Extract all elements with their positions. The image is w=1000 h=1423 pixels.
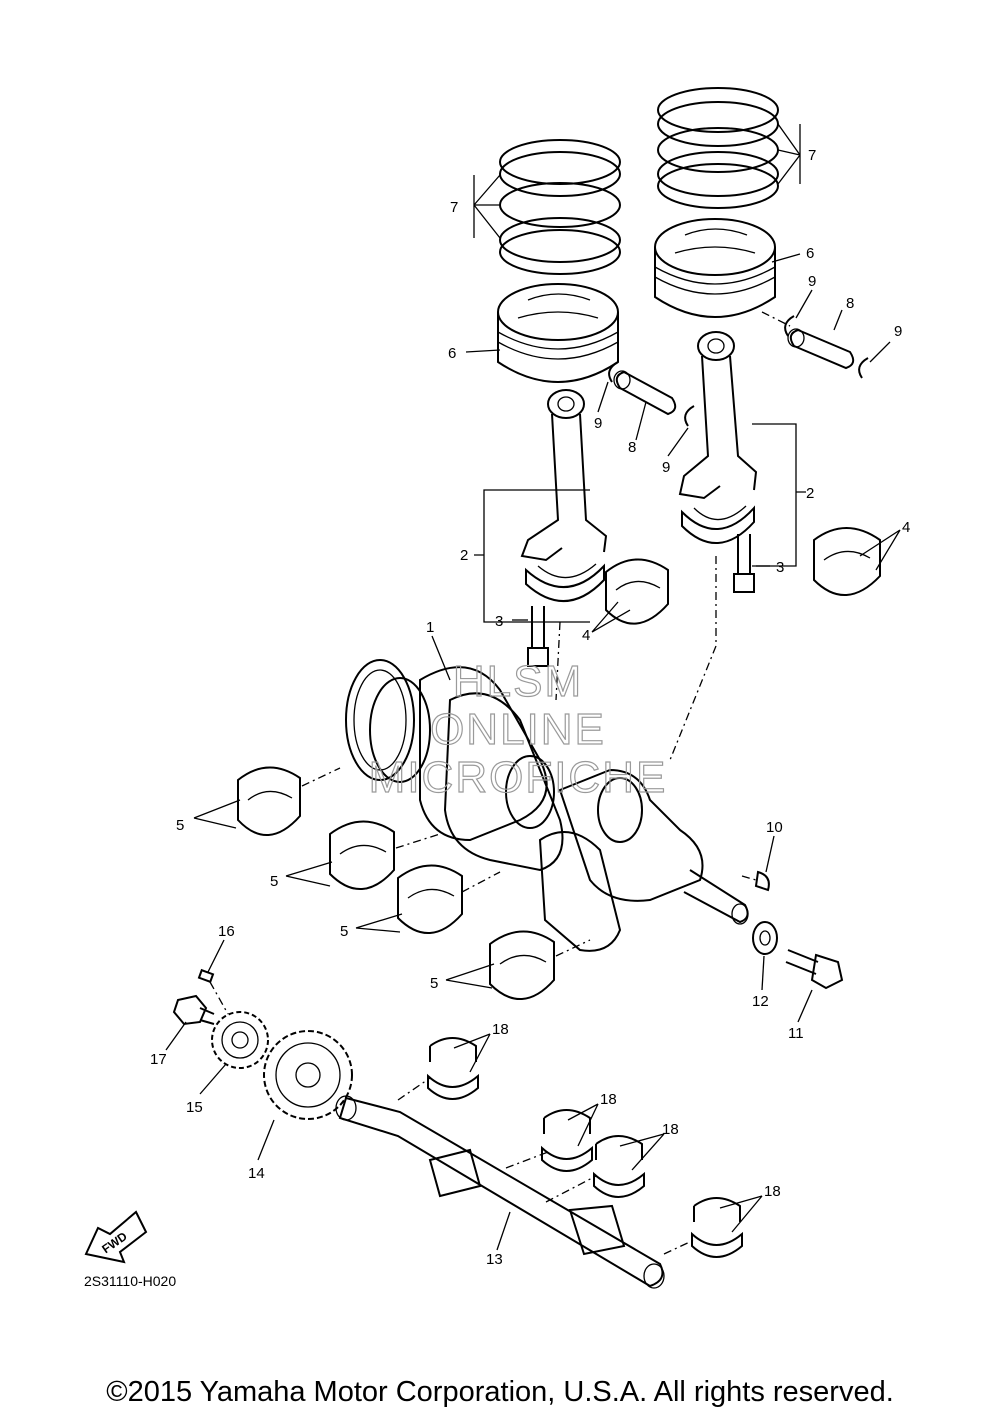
callout-5: 5 — [270, 873, 278, 890]
callout-16: 16 — [218, 923, 235, 940]
crank-bolt — [785, 949, 844, 990]
callout-17: 17 — [150, 1051, 167, 1068]
balancer-driven-gear — [263, 1030, 353, 1120]
callout-3: 3 — [495, 613, 503, 630]
washer — [752, 921, 778, 955]
callout-18: 18 — [764, 1183, 781, 1200]
callout-4: 4 — [902, 519, 910, 536]
callout-7: 7 — [808, 147, 816, 164]
callout-2: 2 — [806, 485, 814, 502]
copyright-notice: ©2015 Yamaha Motor Corporation, U.S.A. A… — [106, 1376, 894, 1408]
balancer-bearing-2 — [541, 1109, 593, 1172]
fwd-arrow-icon: FWD — [84, 1210, 148, 1264]
callout-5: 5 — [340, 923, 348, 940]
callout-4: 4 — [582, 627, 590, 644]
callout-2: 2 — [460, 547, 468, 564]
watermark-line-2: ONLINE — [430, 705, 606, 754]
callout-18: 18 — [492, 1021, 509, 1038]
callout-8: 8 — [846, 295, 854, 312]
callout-12: 12 — [752, 993, 769, 1010]
callout-5: 5 — [430, 975, 438, 992]
gear-bolt — [172, 994, 215, 1026]
watermark: HLSM ONLINE MICROFICHE — [368, 656, 668, 802]
main-bearing-1 — [237, 766, 301, 836]
rod-bearing-left — [605, 558, 669, 625]
callout-18: 18 — [600, 1091, 617, 1108]
callout-15: 15 — [186, 1099, 203, 1116]
piston-pin-right — [787, 328, 855, 370]
callout-8: 8 — [628, 439, 636, 456]
rod-bolt-left — [527, 606, 549, 667]
connecting-rod-right — [678, 331, 758, 544]
watermark-line-1: HLSM — [453, 657, 583, 706]
callout-9: 9 — [808, 273, 816, 290]
main-bearing-3 — [397, 864, 463, 934]
piston-left — [497, 283, 619, 383]
callout-5: 5 — [176, 817, 184, 834]
callout-9: 9 — [594, 415, 602, 432]
piston-clips — [608, 315, 869, 427]
leader-lines — [165, 123, 901, 1251]
callout-11: 11 — [788, 1025, 804, 1042]
callout-7: 7 — [450, 199, 458, 216]
callout-9: 9 — [894, 323, 902, 340]
callout-9: 9 — [662, 459, 670, 476]
diagram-code: 2S31110-H020 — [84, 1273, 176, 1289]
watermark-line-3: MICROFICHE — [369, 753, 668, 802]
fwd-label: FWD — [99, 1229, 130, 1256]
piston-right — [654, 218, 776, 318]
balancer-bearing-3 — [593, 1135, 645, 1198]
rod-bearing-right — [813, 527, 881, 596]
woodruff-key — [754, 870, 770, 892]
dowel-pin — [197, 968, 215, 984]
callout-labels: 1 2 2 3 3 4 4 5 5 5 5 6 6 7 7 8 8 9 9 9 … — [150, 147, 910, 1268]
main-bearing-4 — [489, 930, 555, 1000]
balancer-bearing-1 — [427, 1037, 479, 1100]
callout-6: 6 — [806, 245, 814, 262]
callout-18: 18 — [662, 1121, 679, 1138]
connecting-rod-left — [520, 389, 608, 602]
piston-pin-left — [613, 370, 677, 416]
piston-rings-right — [657, 87, 779, 209]
callout-1: 1 — [426, 619, 434, 636]
crankshaft — [345, 659, 749, 952]
callout-6: 6 — [448, 345, 456, 362]
rod-bolt-right — [733, 534, 755, 593]
balancer-shaft — [335, 1095, 665, 1289]
callout-14: 14 — [248, 1165, 265, 1182]
main-bearing-2 — [329, 820, 395, 890]
balancer-drive-gear — [211, 1011, 269, 1069]
callout-13: 13 — [486, 1251, 503, 1268]
piston-rings-left — [499, 139, 621, 275]
callout-10: 10 — [766, 819, 783, 836]
balancer-bearing-4 — [691, 1197, 743, 1258]
callout-3: 3 — [776, 559, 784, 576]
